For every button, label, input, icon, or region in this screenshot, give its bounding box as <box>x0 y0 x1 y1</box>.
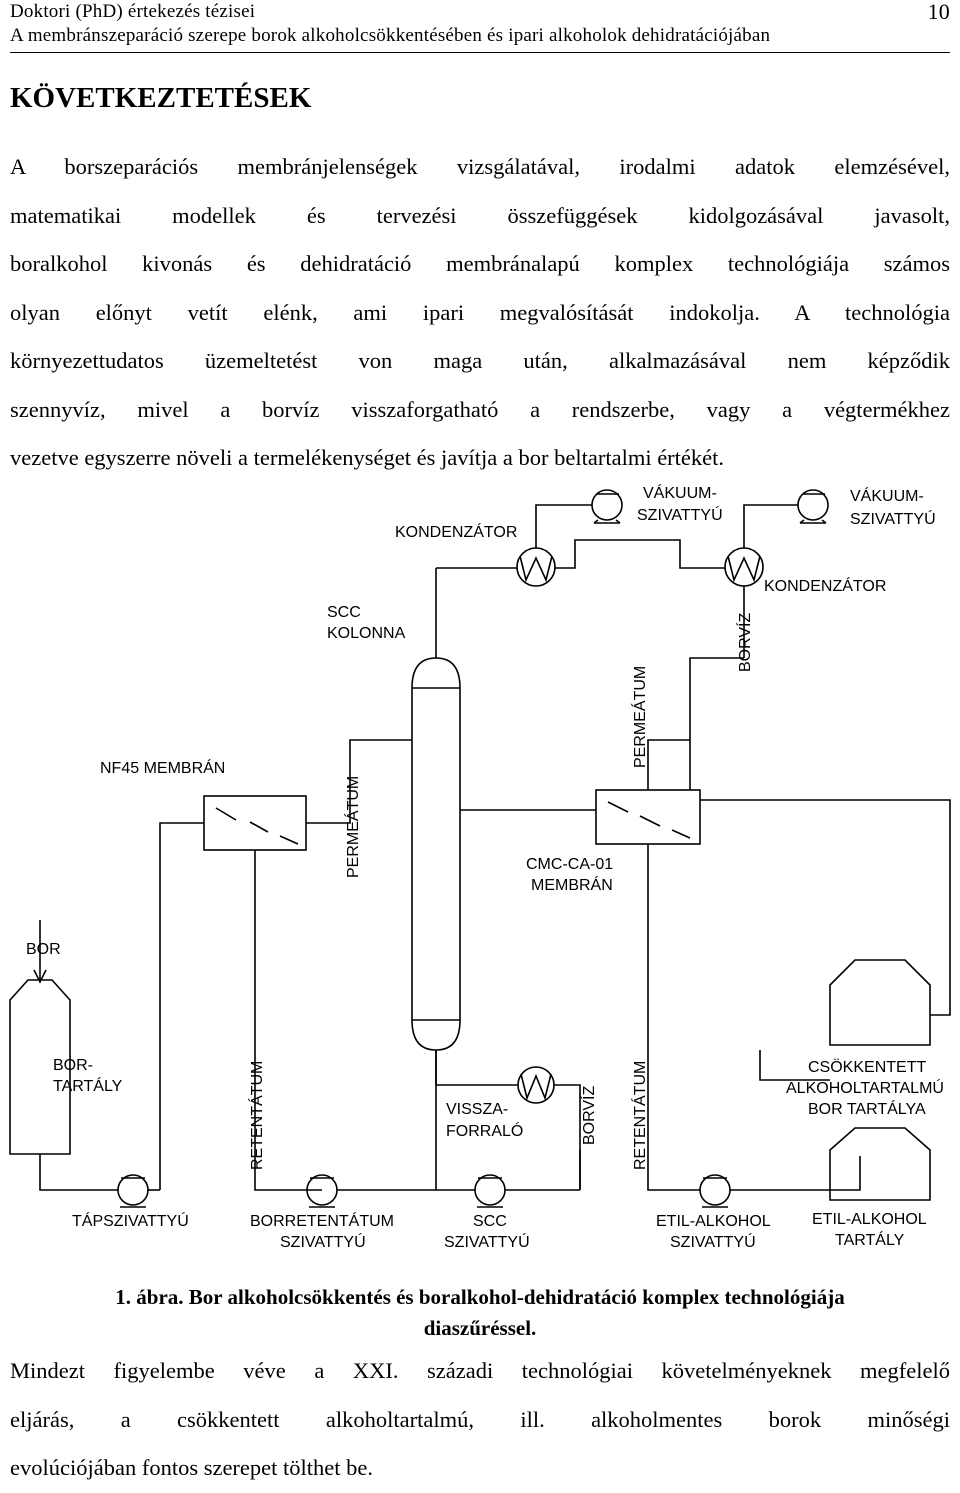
scc-column-label: KOLONNA <box>327 625 406 642</box>
retentate-pump-label: BORRETENTÁTUM <box>250 1211 394 1230</box>
paragraph-conclusions: A borszeparációs membránjelenségek vizsg… <box>10 143 950 483</box>
condenser-1-label: KONDENZÁTOR <box>395 522 517 541</box>
paragraph-line: evolúciójában fontos szerepet tölthet be… <box>10 1455 373 1480</box>
scc-column-label: SCC <box>327 604 361 621</box>
bor-tank-label: BOR- <box>53 1057 93 1074</box>
cmc-membrane-label: CMC-CA-01 <box>526 856 613 873</box>
retentate-pump-icon <box>306 1174 338 1208</box>
header-rule <box>10 52 950 53</box>
vacuum-pump-1-icon <box>591 489 623 524</box>
section-title: KÖVETKEZTETÉSEK <box>10 82 312 114</box>
paragraph-line: szennyvíz, mivel a borvíz visszaforgatha… <box>10 396 950 422</box>
paragraph-line: eljárás, a csökkentett alkoholtartalmú, … <box>10 1406 950 1432</box>
vacuum-pump-1-label: VÁKUUM- <box>643 483 717 502</box>
caption-line: 1. ábra. Bor alkoholcsökkentés és boralk… <box>115 1285 845 1309</box>
bor-tank-label: TARTÁLY <box>53 1076 123 1095</box>
paragraph-closing: Mindezt figyelembe véve a XXI. századi t… <box>10 1347 950 1493</box>
ethanol-pump-label: ETIL-ALKOHOL <box>656 1213 771 1230</box>
ethanol-pump-icon <box>699 1174 731 1208</box>
borviz-bottom-label: BORVÍZ <box>579 1086 598 1146</box>
condenser-2-label: KONDENZÁTOR <box>764 576 886 595</box>
ethanol-pump-label: SZIVATTYÚ <box>670 1232 756 1251</box>
process-diagram: VÁKUUM- SZIVATTYÚ VÁKUUM- SZIVATTYÚ KOND… <box>0 478 960 1278</box>
condenser-1-icon <box>516 547 556 587</box>
cmc-membrane-label: MEMBRÁN <box>531 875 613 894</box>
borviz-top-label: BORVÍZ <box>735 613 754 673</box>
paragraph-line: matematikai modellek és tervezési összef… <box>10 202 950 228</box>
reboiler-label: VISSZA- <box>446 1101 508 1118</box>
permeatum-left-label: PERMEÁTUM <box>343 776 362 878</box>
retentatum-left-label: RETENTÁTUM <box>247 1061 266 1170</box>
reduced-tank-label: BOR TARTÁLYA <box>808 1099 926 1118</box>
header-title: Doktori (PhD) értekezés tézisei <box>10 1 256 22</box>
paragraph-line: környezettudatos üzemeltetést von maga u… <box>10 348 950 373</box>
paragraph-line: olyan előnyt vetít elénk, ami ipari megv… <box>10 299 950 325</box>
page-header: Doktori (PhD) értekezés tézisei 10 A mem… <box>10 0 950 53</box>
scc-pump-label: SCC <box>473 1213 507 1230</box>
ethanol-tank-label: TARTÁLY <box>835 1230 905 1249</box>
scc-pump-label: SZIVATTYÚ <box>444 1232 530 1251</box>
retentatum-right-label: RETENTÁTUM <box>630 1061 649 1170</box>
ethanol-tank-label: ETIL-ALKOHOL <box>812 1211 927 1228</box>
retentate-pump-label: SZIVATTYÚ <box>280 1232 366 1251</box>
page-number: 10 <box>927 0 950 24</box>
paragraph-line: A borszeparációs membránjelenségek vizsg… <box>10 154 950 179</box>
nf45-label: NF45 MEMBRÁN <box>100 758 225 777</box>
scc-pump-icon <box>474 1174 506 1208</box>
vacuum-pump-1-label: SZIVATTYÚ <box>637 505 723 524</box>
vacuum-pump-2-label: VÁKUUM- <box>850 486 924 505</box>
paragraph-line: boralkohol kivonás és dehidratáció membr… <box>10 251 950 276</box>
paragraph-line: vezetve egyszerre növeli a termelékenysé… <box>10 445 725 470</box>
reduced-alcohol-tank <box>829 959 931 1046</box>
cmc-membrane <box>595 789 701 845</box>
condenser-2-icon <box>724 547 764 587</box>
paragraph-line: Mindezt figyelembe véve a XXI. századi t… <box>10 1358 950 1383</box>
scc-column <box>411 657 461 1051</box>
reduced-tank-label: CSÖKKENTETT <box>808 1058 926 1076</box>
bor-tank <box>9 979 71 1155</box>
caption-line: diaszűréssel. <box>423 1316 537 1340</box>
nf45-membrane <box>203 795 307 851</box>
ethanol-tank <box>829 1127 931 1201</box>
header-subtitle: A membránszeparáció szerepe borok alkoho… <box>10 25 771 46</box>
feed-pump-label: TÁPSZIVATTYÚ <box>72 1211 189 1230</box>
reboiler-label: FORRALÓ <box>446 1121 523 1140</box>
reboiler-icon <box>517 1066 555 1104</box>
bor-label: BOR <box>26 941 61 958</box>
figure-caption: 1. ábra. Bor alkoholcsökkentés és boralk… <box>0 1282 960 1344</box>
vacuum-pump-2-icon <box>797 489 829 524</box>
reduced-tank-label: ALKOHOLTARTALMÚ <box>786 1078 944 1097</box>
feed-pump-icon <box>117 1174 149 1208</box>
vacuum-pump-2-label: SZIVATTYÚ <box>850 509 936 528</box>
permeatum-right-label: PERMEÁTUM <box>630 666 649 768</box>
